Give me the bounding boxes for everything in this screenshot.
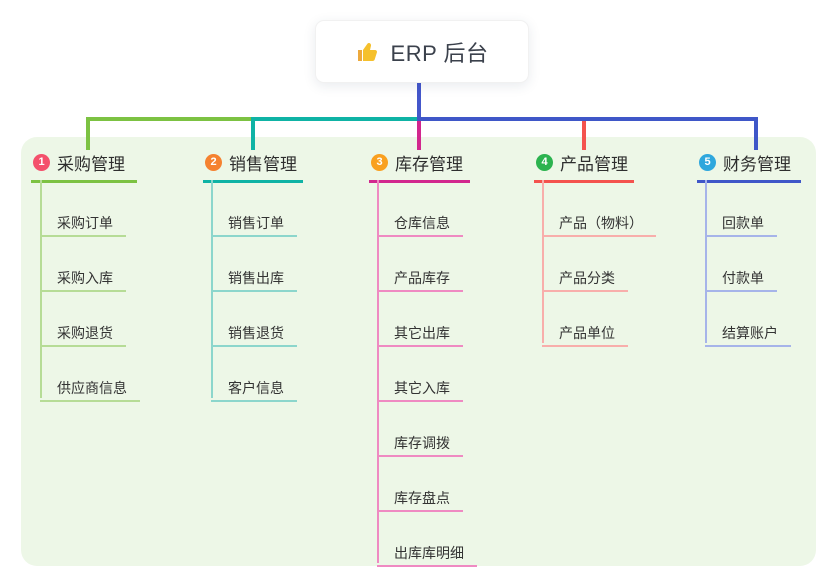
child-label: 采购退货 <box>57 325 113 341</box>
branch-column-3: 3 库存管理 仓库信息产品库存其它出库其它入库库存调拨库存盘点出库库明细 <box>369 150 477 567</box>
child-label: 采购入库 <box>57 270 113 286</box>
child-node[interactable]: 结算账户 <box>705 315 791 347</box>
child-label: 回款单 <box>722 215 764 231</box>
branch-trunk-line <box>377 180 379 563</box>
branch-node[interactable]: 3 库存管理 <box>369 150 470 183</box>
branch-trunk-line <box>211 180 213 398</box>
child-node[interactable]: 产品库存 <box>377 260 463 292</box>
child-label: 库存盘点 <box>394 490 450 506</box>
root-label: ERP 后台 <box>390 40 489 66</box>
child-node[interactable]: 产品（物料） <box>542 205 656 237</box>
child-node[interactable]: 出库库明细 <box>377 535 477 567</box>
branch-number-badge: 1 <box>33 153 50 171</box>
child-label: 销售订单 <box>228 215 284 231</box>
connector-branch-1-drop <box>86 117 90 150</box>
child-label: 供应商信息 <box>57 380 127 396</box>
child-node[interactable]: 供应商信息 <box>40 370 140 402</box>
connector-branch-2-drop <box>251 117 255 150</box>
child-node[interactable]: 其它出库 <box>377 315 463 347</box>
child-node[interactable]: 客户信息 <box>211 370 297 402</box>
child-node[interactable]: 产品单位 <box>542 315 628 347</box>
branch-number-badge: 5 <box>699 153 716 171</box>
child-label: 付款单 <box>722 270 764 286</box>
child-label: 销售出库 <box>228 270 284 286</box>
child-node[interactable]: 采购订单 <box>40 205 126 237</box>
branch-label: 销售管理 <box>229 154 297 174</box>
child-node[interactable]: 采购入库 <box>40 260 126 292</box>
child-node[interactable]: 回款单 <box>705 205 777 237</box>
connector-branch-5-horizontal <box>417 117 758 121</box>
branch-node[interactable]: 4 产品管理 <box>534 150 634 183</box>
child-label: 产品分类 <box>559 270 615 286</box>
branch-node[interactable]: 1 采购管理 <box>31 150 137 183</box>
child-label: 采购订单 <box>57 215 113 231</box>
child-node[interactable]: 库存盘点 <box>377 480 463 512</box>
branch-number-badge: 3 <box>371 153 388 171</box>
child-node[interactable]: 仓库信息 <box>377 205 463 237</box>
child-node[interactable]: 销售出库 <box>211 260 297 292</box>
child-label: 仓库信息 <box>394 215 450 231</box>
branch-column-5: 5 财务管理 回款单付款单结算账户 <box>697 150 801 347</box>
connector-branch-4-drop <box>582 121 586 150</box>
child-label: 结算账户 <box>722 325 778 341</box>
branch-column-2: 2 销售管理 销售订单销售出库销售退货客户信息 <box>203 150 303 402</box>
child-label: 库存调拨 <box>394 435 450 451</box>
branch-label: 产品管理 <box>560 154 628 174</box>
child-node[interactable]: 其它入库 <box>377 370 463 402</box>
branch-label: 库存管理 <box>395 154 463 174</box>
branch-trunk-line <box>705 180 707 343</box>
child-label: 销售退货 <box>228 325 284 341</box>
branch-column-1: 1 采购管理 采购订单采购入库采购退货供应商信息 <box>31 150 140 402</box>
connector-branch-2-horizontal <box>251 117 421 121</box>
child-node[interactable]: 销售退货 <box>211 315 297 347</box>
branch-trunk-line <box>40 180 42 398</box>
child-node[interactable]: 库存调拨 <box>377 425 463 457</box>
child-node[interactable]: 采购退货 <box>40 315 126 347</box>
connector-root-vertical <box>417 81 421 119</box>
thumbs-up-icon <box>356 40 380 64</box>
child-label: 产品单位 <box>559 325 615 341</box>
child-label: 产品库存 <box>394 270 450 286</box>
root-node[interactable]: ERP 后台 <box>315 20 529 83</box>
child-label: 客户信息 <box>228 380 284 396</box>
branch-node[interactable]: 2 销售管理 <box>203 150 303 183</box>
branch-label: 财务管理 <box>723 154 791 174</box>
child-node[interactable]: 产品分类 <box>542 260 628 292</box>
branches-panel <box>21 137 816 566</box>
child-label: 出库库明细 <box>394 545 464 561</box>
child-label: 其它出库 <box>394 325 450 341</box>
child-label: 其它入库 <box>394 380 450 396</box>
branch-number-badge: 4 <box>536 153 553 171</box>
branch-column-4: 4 产品管理 产品（物料） 产品分类产品单位 <box>534 150 656 347</box>
branch-node[interactable]: 5 财务管理 <box>697 150 801 183</box>
child-node[interactable]: 销售订单 <box>211 205 297 237</box>
connector-branch-5-drop <box>754 117 758 150</box>
branch-label: 采购管理 <box>57 154 125 174</box>
branch-number-badge: 2 <box>205 153 222 171</box>
child-node[interactable]: 付款单 <box>705 260 777 292</box>
branch-trunk-line <box>542 180 544 343</box>
connector-branch-3-drop <box>417 121 421 150</box>
child-label: 产品（物料） <box>559 215 643 231</box>
